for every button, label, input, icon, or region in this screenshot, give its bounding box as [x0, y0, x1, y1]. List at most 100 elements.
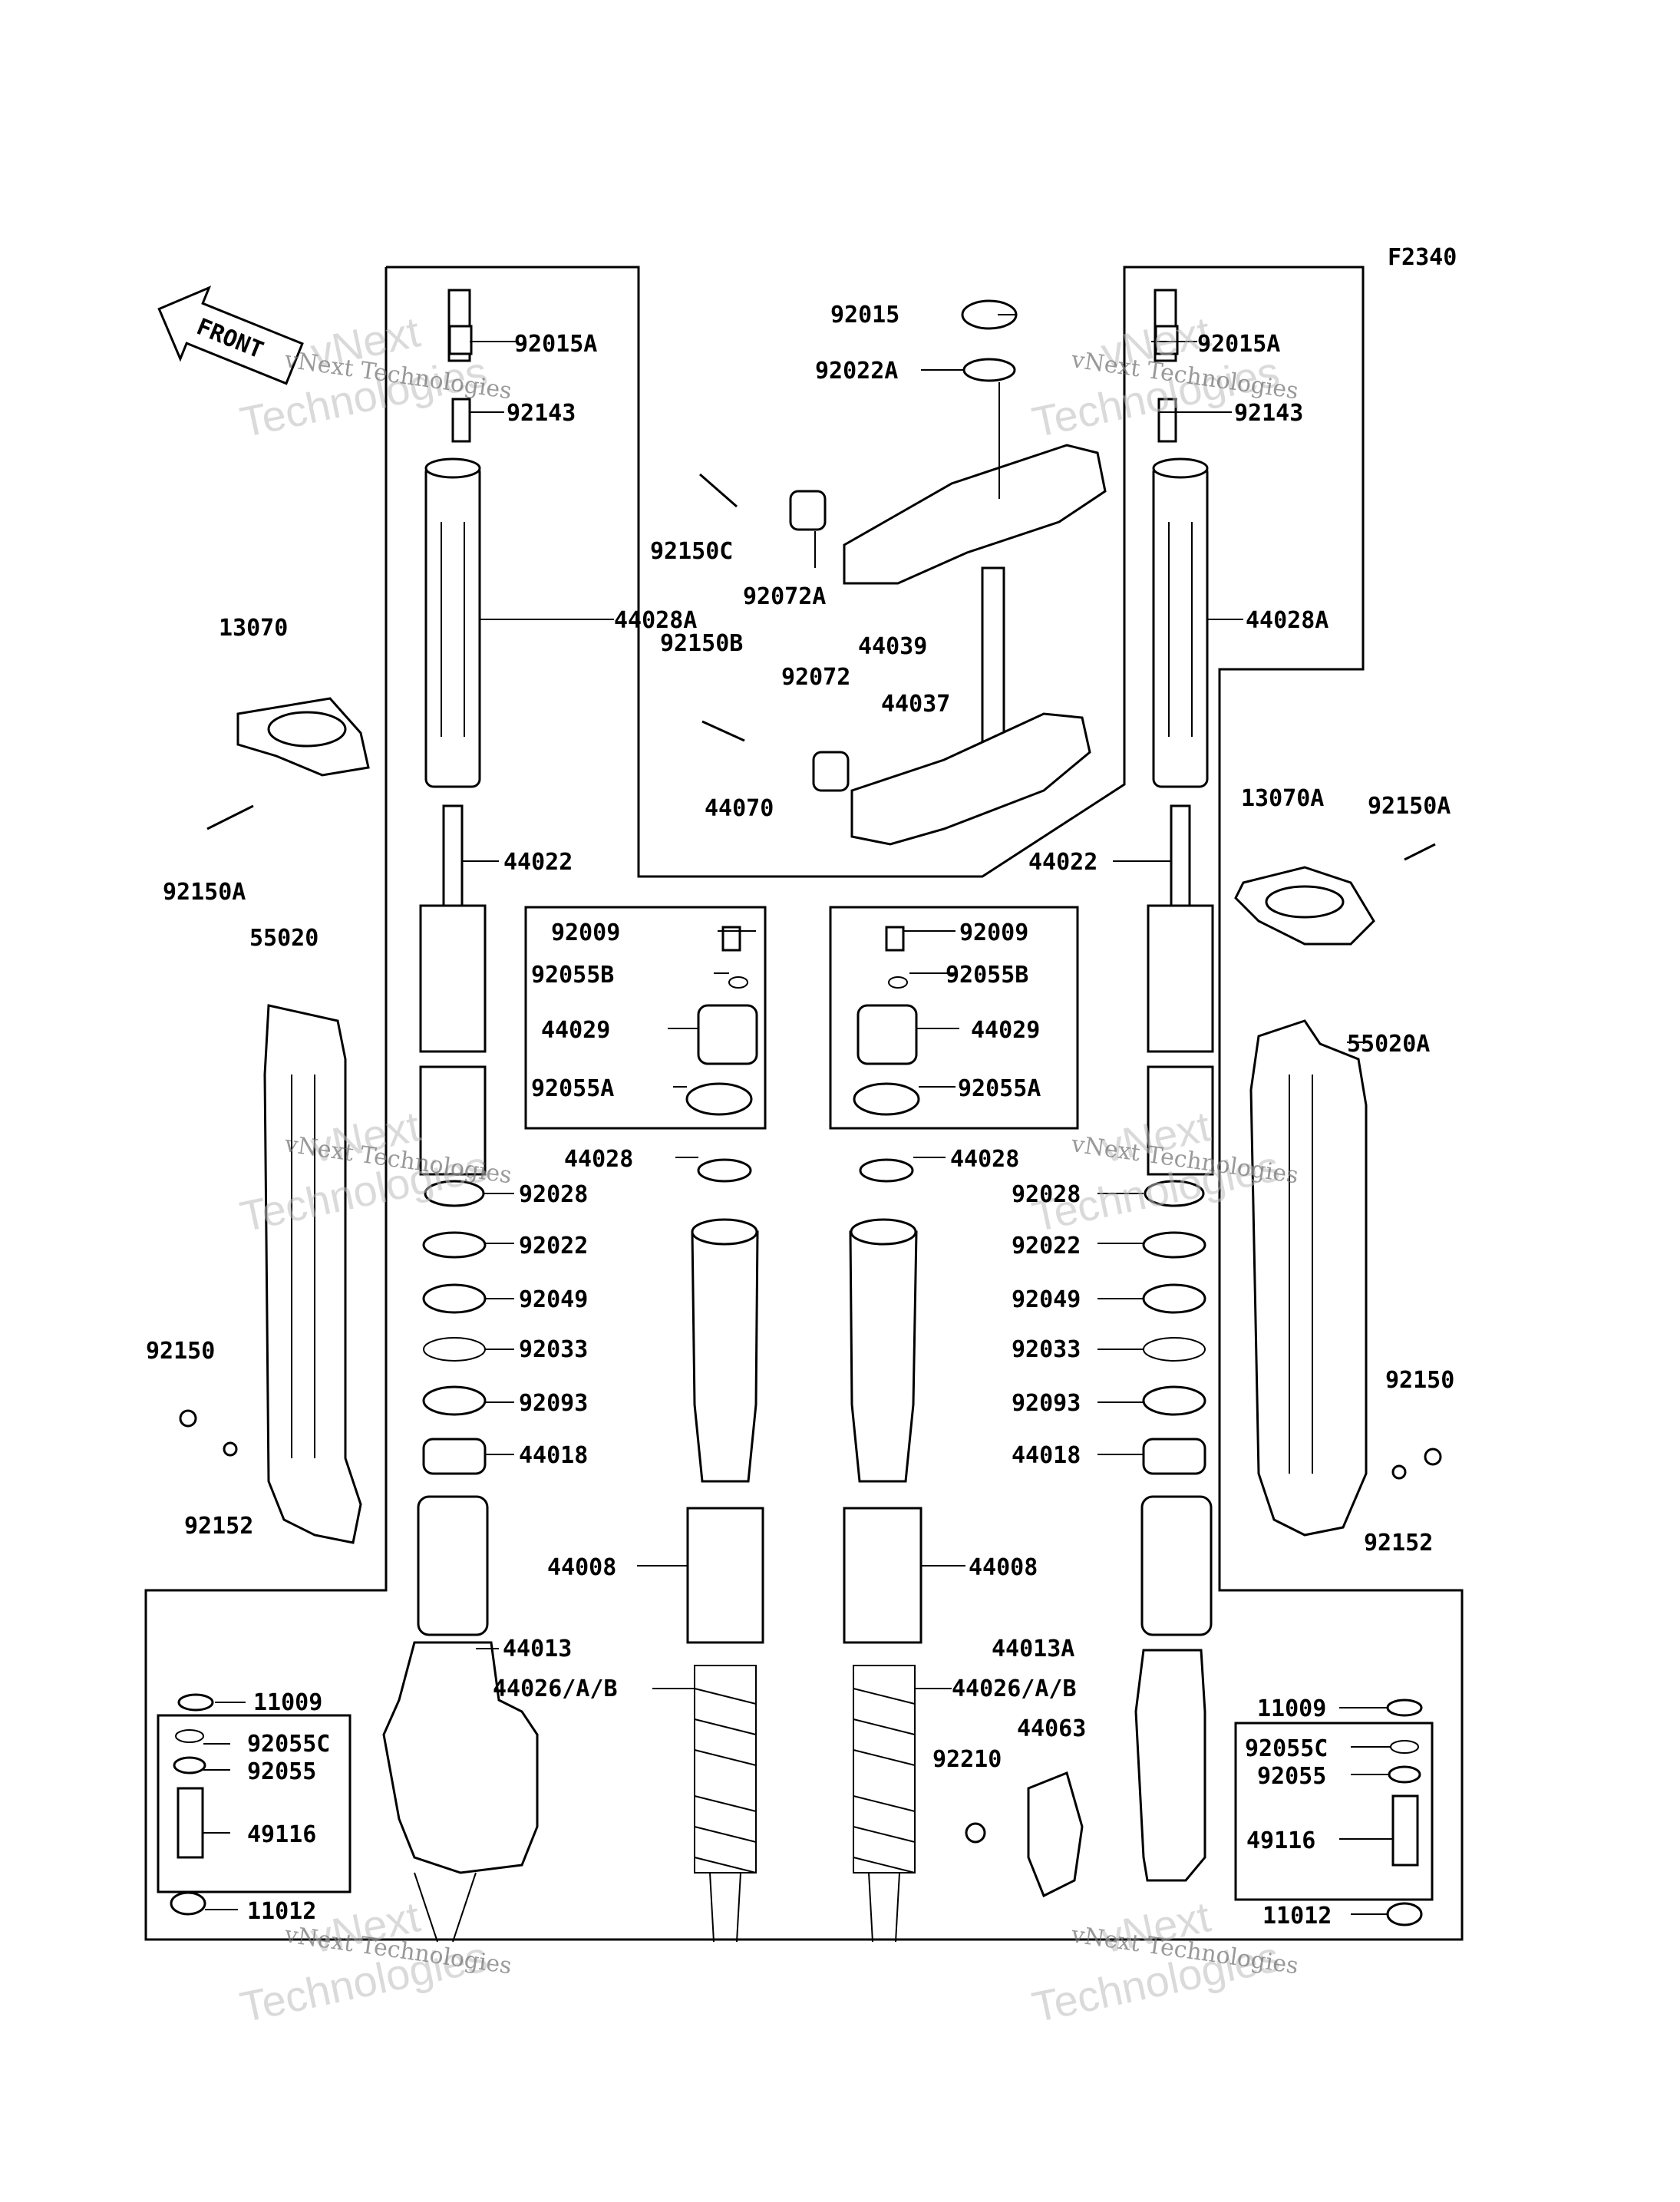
part-labels: 92015A 92143 44028A 13070 92150A 44022 5… — [146, 302, 1454, 1930]
lower-leg-44013A — [1134, 1649, 1206, 1882]
valve-box-left — [157, 1714, 352, 1893]
left-fork-outline — [144, 266, 1464, 1941]
bush-44018-left — [422, 1438, 487, 1475]
cartridge-lower-right — [1147, 1065, 1214, 1176]
cylinder-44008-left — [686, 1507, 764, 1644]
label-49116-left: 49116 — [247, 1821, 316, 1848]
center-parts — [685, 299, 1107, 1943]
spring-44026-right — [853, 1665, 916, 1943]
valve-49116-left — [177, 1787, 204, 1859]
inner-tube-upper-left — [691, 1230, 759, 1483]
seal-11009-left — [177, 1693, 214, 1712]
label-11012-left: 11012 — [247, 1898, 316, 1925]
tube-44028A-left — [424, 463, 481, 788]
left-fork-parts — [170, 289, 539, 1943]
label-92015: 92015 — [830, 302, 899, 328]
cartridge-lower-left — [419, 1065, 487, 1176]
cap-box-left — [524, 906, 767, 1130]
cylinder-44008-right — [843, 1507, 923, 1644]
lower-clamp-44037 — [850, 712, 1091, 846]
screw-92009-left — [721, 926, 741, 952]
label-92055B-right: 92055B — [946, 962, 1028, 989]
label-49116-right: 49116 — [1246, 1827, 1315, 1854]
bolt-92150-left — [179, 1409, 197, 1428]
label-92152-left: 92152 — [184, 1513, 253, 1540]
label-44018-right: 44018 — [1012, 1442, 1081, 1469]
seal-11009-right — [1386, 1699, 1423, 1717]
label-92072A: 92072A — [743, 583, 826, 610]
slider-left — [417, 1495, 489, 1636]
collar-92072A — [789, 490, 827, 531]
label-92150B: 92150B — [660, 630, 743, 657]
pushrod-92143-left — [451, 398, 471, 443]
label-44008-right: 44008 — [969, 1554, 1038, 1581]
label-44028-right: 44028 — [950, 1146, 1019, 1173]
seal-92093-left — [422, 1385, 487, 1416]
seal-92049-left — [422, 1283, 487, 1314]
label-92210: 92210 — [932, 1746, 1002, 1773]
collar-44028-left — [697, 1158, 752, 1183]
oring-92055A-left — [685, 1082, 753, 1116]
bolt-92150A-right — [1404, 843, 1436, 861]
valve-49116-right — [1391, 1794, 1419, 1867]
washer-92022A — [962, 358, 1016, 382]
clamp-44063 — [1027, 1771, 1084, 1898]
label-44013A: 44013A — [992, 1636, 1074, 1662]
label-44026-right: 44026/A/B — [952, 1675, 1077, 1702]
label-92009-right: 92009 — [959, 919, 1028, 946]
label-44037: 44037 — [881, 691, 950, 718]
label-44028A-right: 44028A — [1246, 607, 1328, 634]
label-44028-left: 44028 — [564, 1146, 633, 1173]
label-44013: 44013 — [503, 1636, 572, 1662]
bolt-92150-right — [1424, 1448, 1442, 1466]
slider-right — [1140, 1495, 1213, 1636]
figure-code: F2340 — [1388, 244, 1457, 271]
label-92049-right: 92049 — [1012, 1286, 1081, 1313]
label-92143-right: 92143 — [1234, 400, 1303, 427]
label-92152-right: 92152 — [1364, 1530, 1433, 1557]
bolt-92150C — [699, 473, 738, 508]
right-fork-parts — [1134, 289, 1442, 1926]
label-92150A-right: 92150A — [1368, 793, 1451, 820]
rod-44022-left — [442, 804, 464, 907]
bolt-92015A-left — [448, 325, 473, 355]
valve-box-right — [1234, 1722, 1434, 1901]
label-92015A-right: 92015A — [1197, 331, 1280, 358]
label-44022-right: 44022 — [1028, 849, 1097, 876]
label-55020A: 55020A — [1347, 1031, 1430, 1058]
bolt-92150A-left — [206, 804, 254, 830]
ring-92022-right — [1142, 1231, 1206, 1259]
label-92150-left: 92150 — [146, 1338, 215, 1365]
label-44063: 44063 — [1017, 1715, 1086, 1742]
label-92049-left: 92049 — [519, 1286, 588, 1313]
label-11009-left: 11009 — [253, 1689, 322, 1716]
label-92055A-left: 92055A — [531, 1075, 614, 1102]
label-44018-left: 44018 — [519, 1442, 588, 1469]
label-92055B-left: 92055B — [531, 962, 614, 989]
bolt-92015A-right — [1154, 325, 1179, 355]
ring-92022-left — [422, 1231, 487, 1259]
collar-92072 — [812, 751, 850, 792]
cap-44029-left — [697, 1004, 758, 1065]
clip-92033-right — [1143, 1337, 1206, 1362]
cap-44029-right — [857, 1004, 918, 1065]
label-92143-left: 92143 — [507, 400, 576, 427]
ring-92028-right — [1144, 1180, 1205, 1207]
label-92055-right: 92055 — [1257, 1763, 1326, 1790]
cap-11012-right — [1386, 1902, 1423, 1926]
clip-92033-left — [423, 1337, 486, 1362]
label-92055-left: 92055 — [247, 1758, 316, 1785]
label-44026-left: 44026/A/B — [493, 1675, 618, 1702]
label-44070: 44070 — [705, 795, 774, 822]
pushrod-92143-right — [1157, 398, 1177, 443]
washer-92152-right — [1391, 1464, 1407, 1480]
label-92072: 92072 — [781, 664, 850, 691]
label-13070A: 13070A — [1241, 785, 1324, 812]
spring-44026-left — [694, 1665, 757, 1943]
upper-clamp-44039 — [843, 444, 1107, 585]
tube-44028A-right — [1152, 463, 1209, 788]
nut-92210 — [965, 1822, 986, 1844]
label-44022-left: 44022 — [503, 849, 573, 876]
